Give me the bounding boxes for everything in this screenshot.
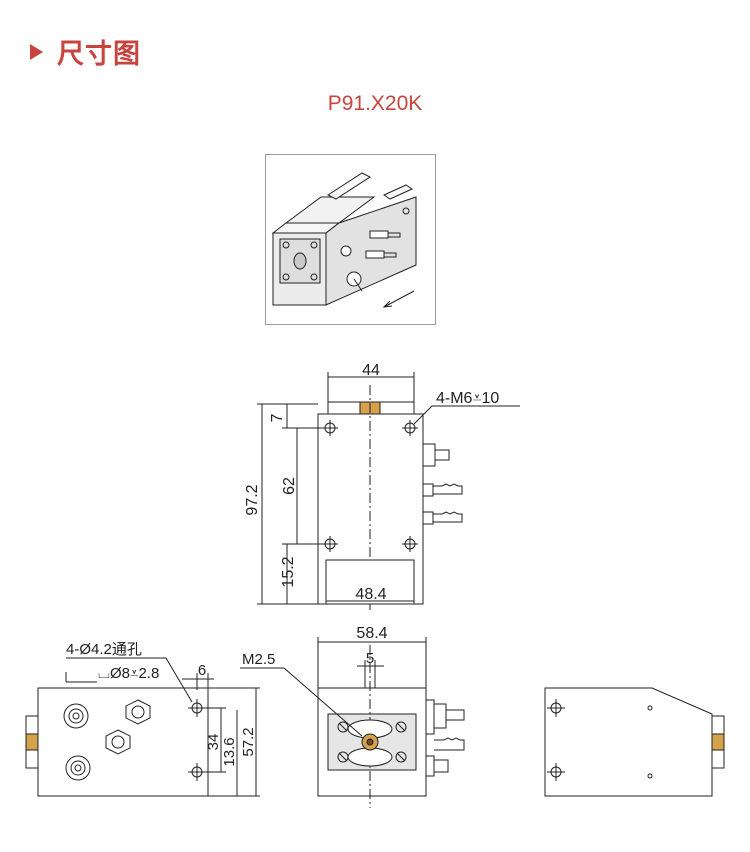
dim-44-label: 44 [362,362,380,379]
m2-5-label: M2.5 [242,651,275,668]
counterbore-note: ⌴Ø8⩡2.8 [98,665,159,682]
thread-note: 4-M6⩡10 [436,390,499,407]
dim-97-2-label: 97.2 [244,484,261,515]
dim-5-label: 5 [366,650,374,667]
dim-34-label: 34 [205,734,222,751]
triangle-marker-icon [30,43,43,60]
through-hole-note: 4-Ø4.2通孔 [66,641,142,658]
dim-58-4-label: 58.4 [356,625,387,642]
dim-62-label: 62 [281,477,298,495]
dim-13-6-label: 13.6 [221,737,238,766]
isometric-view-frame [265,154,436,325]
dim-6-label: 6 [198,662,206,679]
dim-57-2-label: 57.2 [240,727,257,756]
section-title: 尺寸图 [57,39,141,70]
dim-7-label: 7 [269,413,286,422]
section-header: 尺寸图 [30,32,141,71]
model-number: P91.X20K [327,92,423,115]
dim-48-4-label: 48.4 [355,586,386,603]
dim-15-2-label: 15.2 [280,556,297,587]
isometric-view [271,172,417,308]
